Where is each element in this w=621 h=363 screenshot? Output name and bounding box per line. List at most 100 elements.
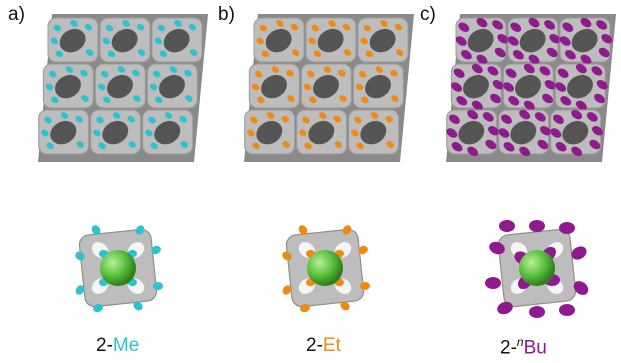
substituent-blob	[485, 139, 497, 150]
guest-sphere	[100, 250, 136, 286]
substituent-blob	[334, 141, 342, 148]
substituent-blob	[471, 100, 483, 111]
pore-window	[515, 74, 541, 99]
caption-a-group: Me	[112, 335, 140, 356]
substituent-blob	[460, 50, 472, 60]
pore-window	[562, 120, 589, 145]
substituent-blob	[575, 63, 587, 74]
cage-substituent	[529, 220, 545, 232]
substituent-blob	[55, 50, 64, 58]
substituent-blob	[385, 115, 393, 123]
cage-substituent	[75, 285, 85, 295]
substituent-blob	[136, 23, 145, 31]
substituent-blob	[256, 37, 264, 45]
substituent-blob	[97, 83, 106, 91]
substituent-blob	[575, 100, 587, 111]
substituent-blob	[549, 33, 561, 44]
substituent-blob	[455, 36, 467, 46]
substituent-blob	[528, 17, 540, 28]
substituent-blob	[127, 115, 135, 123]
substituent-blob	[323, 66, 332, 73]
substituent-blob	[44, 116, 52, 124]
cage-substituent	[340, 301, 350, 311]
pore-window	[360, 120, 387, 145]
caption-c-prefix: 2-	[500, 337, 517, 359]
pore-window	[519, 28, 546, 53]
cage-substituent	[282, 285, 292, 295]
pore-window	[50, 120, 77, 145]
substituent-blob	[169, 66, 178, 73]
panel-label-b: b)	[218, 4, 235, 25]
pore-window	[313, 74, 339, 99]
substituent-blob	[451, 142, 463, 152]
substituent-blob	[112, 112, 121, 119]
pore-window	[317, 28, 344, 53]
single-cage-c	[485, 220, 589, 318]
substituent-blob	[390, 69, 398, 77]
substituent-blob	[386, 141, 394, 148]
substituent-blob	[555, 82, 566, 92]
substituent-blob	[157, 24, 166, 32]
substituent-blob	[75, 115, 83, 123]
substituent-blob	[534, 112, 546, 122]
pore-window	[55, 74, 81, 99]
framework-lattice-a	[38, 14, 208, 162]
substituent-blob	[539, 66, 551, 76]
substituent-blob	[503, 142, 515, 152]
cage-substituent	[282, 251, 292, 261]
substituent-blob	[150, 142, 158, 150]
caption-c: 2-nBu	[500, 335, 547, 359]
cage-substituent	[135, 225, 145, 235]
substituent-blob	[164, 112, 173, 119]
substituent-blob	[309, 96, 317, 104]
substituent-blob	[250, 116, 258, 124]
substituent-blob	[174, 20, 182, 27]
guest-sphere	[307, 250, 343, 286]
substituent-blob	[592, 125, 603, 136]
substituent-blob	[45, 83, 54, 91]
substituent-blob	[361, 96, 369, 104]
substituent-blob	[488, 125, 499, 136]
substituent-blob	[117, 66, 126, 73]
substituent-blob	[281, 115, 289, 123]
substituent-blob	[102, 37, 110, 45]
substituent-blob	[80, 69, 88, 77]
substituent-blob	[550, 128, 562, 138]
substituent-blob	[303, 83, 312, 91]
substituent-blob	[589, 139, 601, 150]
substituent-blob	[494, 47, 506, 58]
pore-window	[111, 28, 138, 53]
substituent-blob	[154, 37, 162, 45]
substituent-blob	[498, 128, 510, 138]
pore-window	[463, 74, 489, 99]
substituent-blob	[537, 139, 549, 150]
substituent-blob	[544, 79, 556, 90]
substituent-blob	[93, 129, 101, 137]
substituent-blob	[251, 83, 260, 91]
substituent-blob	[148, 116, 156, 124]
substituent-blob	[137, 49, 146, 56]
framework-lattice-b	[244, 14, 414, 162]
substituent-blob	[276, 20, 284, 27]
cage-substituent	[489, 241, 505, 255]
pore-window	[102, 120, 129, 145]
substituent-blob	[453, 68, 465, 78]
substituent-blob	[391, 95, 399, 102]
substituent-blob	[152, 70, 161, 78]
substituent-blob	[394, 23, 403, 31]
substituent-blob	[50, 37, 58, 45]
substituent-blob	[395, 49, 404, 56]
substituent-blob	[100, 70, 109, 78]
cage-substituent	[342, 225, 352, 235]
substituent-blob	[313, 50, 322, 58]
substituent-blob	[544, 20, 556, 30]
substituent-blob	[84, 23, 93, 31]
cage-substituent	[91, 225, 101, 235]
substituent-blob	[557, 68, 569, 78]
substituent-blob	[594, 93, 605, 104]
substituent-blob	[467, 146, 479, 157]
caption-c-superscript: n	[516, 335, 524, 349]
cage-substituent	[499, 220, 515, 232]
substituent-blob	[343, 49, 352, 56]
cage-substituent	[151, 245, 161, 255]
